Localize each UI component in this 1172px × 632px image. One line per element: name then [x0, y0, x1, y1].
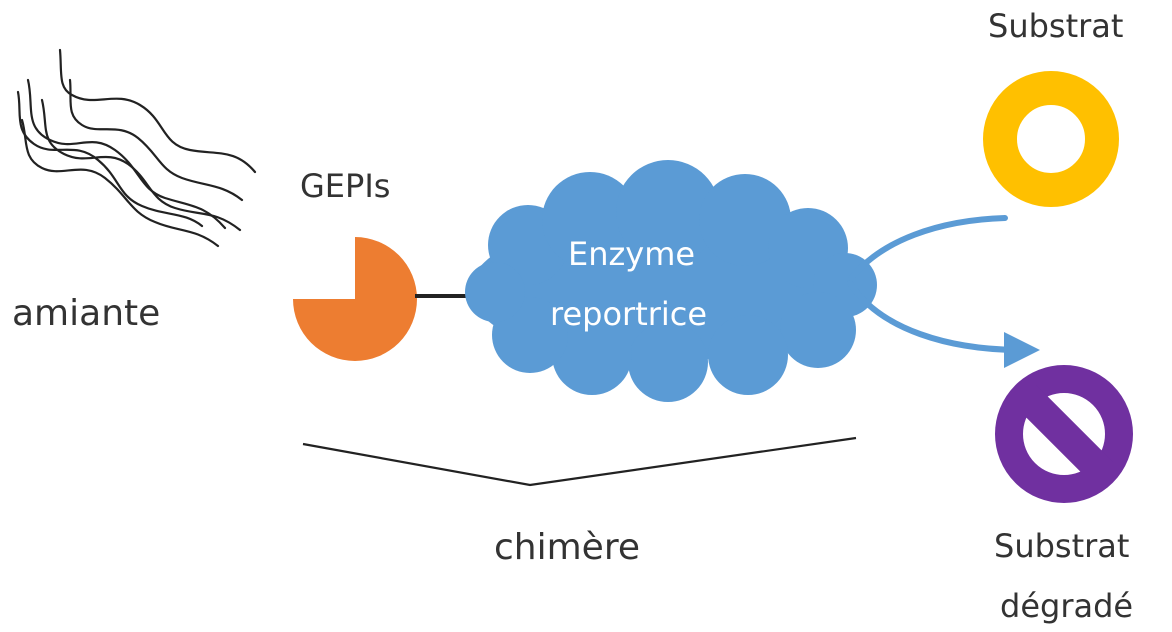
- chimere-label: chimère: [494, 527, 640, 568]
- gepis-label: GEPIs: [300, 167, 391, 205]
- ring-icon: [983, 71, 1119, 207]
- asbestos-fibers-icon: [16, 48, 257, 248]
- substrat-degrade-label-line1: Substrat: [994, 527, 1130, 565]
- pacman-wedge-icon: [293, 237, 417, 361]
- arrow-to-substrat-degrade-icon: [847, 280, 1040, 368]
- amiante-label: amiante: [12, 293, 161, 334]
- arrow-to-substrat: [847, 215, 1008, 283]
- prohibited-icon: [995, 365, 1133, 503]
- enzyme-label-line2: reportrice: [550, 295, 708, 333]
- enzyme-label-line1: Enzyme: [568, 235, 696, 273]
- cloud-icon: [465, 160, 877, 402]
- chimere-brace: [302, 436, 857, 487]
- substrat-degrade-label-line2: dégradé: [1000, 587, 1134, 625]
- substrat-label: Substrat: [988, 7, 1124, 45]
